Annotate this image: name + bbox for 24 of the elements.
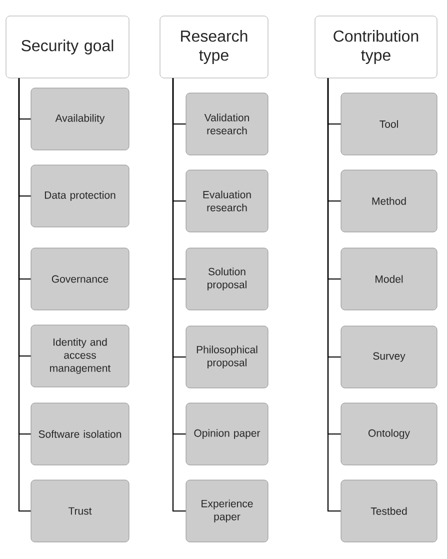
category-item-box: Philosophical proposal (186, 326, 268, 388)
connector-line (172, 78, 186, 512)
category-item-box: Model (340, 248, 438, 310)
category-item-box: Validation research (186, 92, 268, 156)
category-item-box: Testbed (340, 480, 438, 542)
category-item-box: Opinion paper (186, 402, 268, 466)
category-item-box: Governance (30, 248, 130, 310)
category-item-box: Trust (30, 480, 130, 542)
category-item-box: Availability (30, 88, 130, 150)
category-item-box: Data protection (30, 164, 130, 228)
category-box: Contribution type (314, 16, 438, 78)
category-item-box: Experience paper (186, 480, 268, 542)
category-item-box: Tool (340, 92, 438, 156)
category-item-box: Ontology (340, 402, 438, 466)
category-item-box: Survey (340, 326, 438, 388)
connector-line (327, 78, 341, 512)
connector-line (18, 78, 31, 512)
category-item-box: Solution proposal (186, 248, 268, 310)
category-box: Security goal (6, 16, 130, 78)
category-item-box: Method (340, 170, 438, 232)
category-item-box: Identity and access management (30, 324, 130, 388)
category-item-box: Evaluation research (186, 170, 268, 232)
category-box: Research type (160, 16, 268, 78)
category-item-box: Software isolation (30, 402, 130, 466)
